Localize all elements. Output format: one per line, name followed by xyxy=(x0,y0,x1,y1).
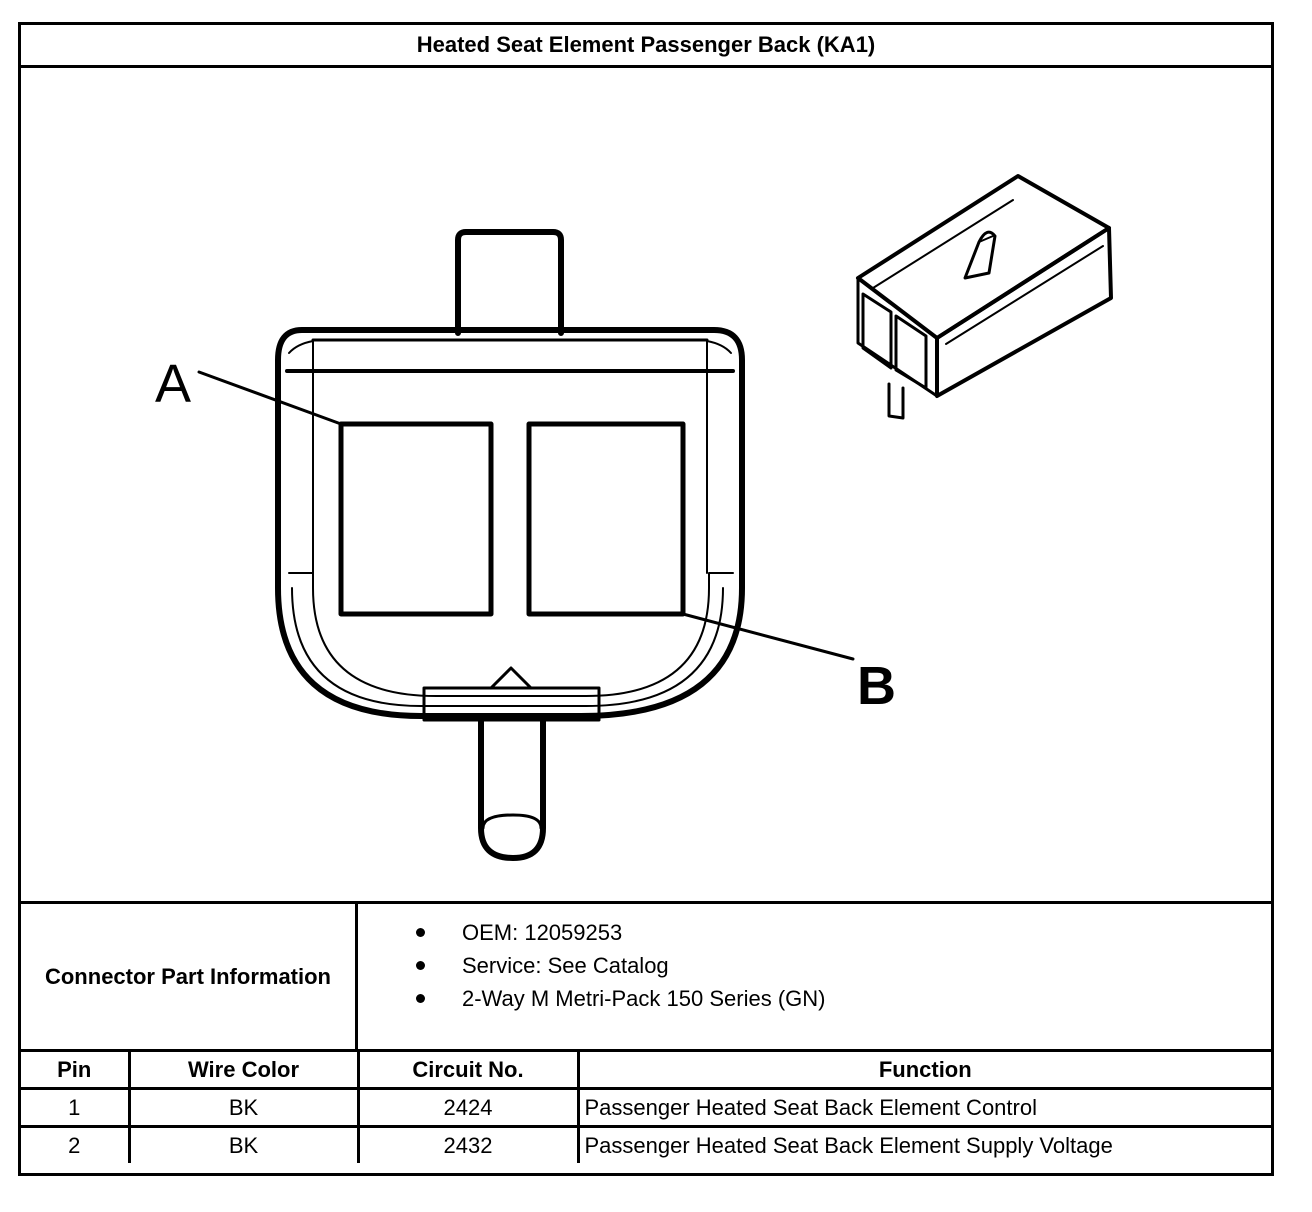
connector-figure: A B xyxy=(21,68,1271,901)
bullet-icon xyxy=(416,928,425,937)
connector-isometric-view xyxy=(856,174,1113,420)
header-function: Function xyxy=(576,1052,1271,1090)
connector-drawing xyxy=(197,174,1113,861)
connector-top-tab xyxy=(455,229,564,336)
cell-wire-color: BK xyxy=(127,1125,360,1163)
table-row: 2 BK 2432 Passenger Heated Seat Back Ele… xyxy=(21,1125,1271,1163)
header-wire-color: Wire Color xyxy=(127,1052,360,1090)
callout-b-leader xyxy=(681,612,855,661)
cell-wire-color: BK xyxy=(127,1087,360,1128)
header-pin: Pin xyxy=(21,1052,131,1090)
cell-pin: 1 xyxy=(21,1087,131,1128)
callout-a-leader xyxy=(197,370,343,426)
connector-housing-outer xyxy=(275,327,745,719)
connector-bottom-latch xyxy=(422,686,601,722)
list-item: OEM: 12059253 xyxy=(358,916,1271,949)
connector-info-label: Connector Part Information xyxy=(21,904,358,1049)
pin-table: Pin Wire Color Circuit No. Function 1 BK… xyxy=(21,1052,1271,1163)
cell-circuit-no: 2424 xyxy=(356,1087,580,1128)
cell-pin: 2 xyxy=(21,1125,131,1163)
list-item: Service: See Catalog xyxy=(358,949,1271,982)
cell-function: Passenger Heated Seat Back Element Contr… xyxy=(576,1087,1271,1128)
cell-circuit-no: 2432 xyxy=(356,1125,580,1163)
cell-function: Passenger Heated Seat Back Element Suppl… xyxy=(576,1125,1271,1163)
header-circuit-no: Circuit No. xyxy=(356,1052,580,1090)
info-item-service: Service: See Catalog xyxy=(462,953,669,978)
connector-info-list: OEM: 12059253 Service: See Catalog 2-Way… xyxy=(358,904,1271,1061)
connector-part-info: Connector Part Information OEM: 12059253… xyxy=(21,901,1271,1052)
cavity-a xyxy=(338,421,494,617)
table-row: 1 BK 2424 Passenger Heated Seat Back Ele… xyxy=(21,1087,1271,1128)
connector-sheet: Heated Seat Element Passenger Back (KA1) xyxy=(18,22,1274,1176)
cavity-b xyxy=(526,421,686,617)
bullet-icon xyxy=(416,961,425,970)
bullet-icon xyxy=(416,994,425,1003)
pin-table-header: Pin Wire Color Circuit No. Function xyxy=(21,1052,1271,1090)
connector-bottom-tab xyxy=(478,717,546,861)
list-item: 2-Way M Metri-Pack 150 Series (GN) xyxy=(358,982,1271,1015)
sheet-title: Heated Seat Element Passenger Back (KA1) xyxy=(21,25,1271,68)
info-item-series: 2-Way M Metri-Pack 150 Series (GN) xyxy=(462,986,826,1011)
info-item-oem: OEM: 12059253 xyxy=(462,920,623,945)
